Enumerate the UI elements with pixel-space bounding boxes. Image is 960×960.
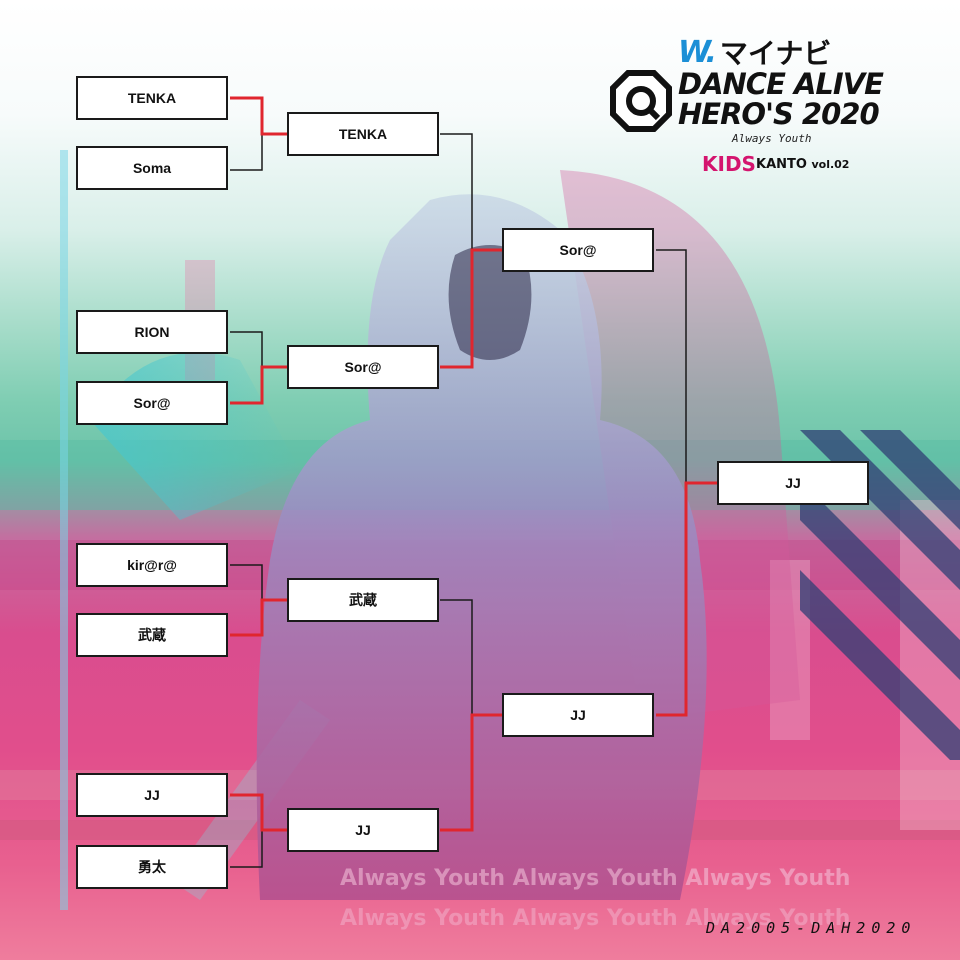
round1-slot-6: 武蔵	[76, 613, 228, 657]
sponsor-name: マイナビ	[719, 37, 832, 70]
round2-slot-3: 武蔵	[287, 578, 439, 622]
round2-slot-2: Sor@	[287, 345, 439, 389]
event-title-line2: HERO'S 2020	[678, 97, 880, 131]
winner-line-jj-r2	[440, 713, 502, 832]
player-name: Sor@	[559, 242, 597, 258]
player-name: JJ	[355, 822, 371, 838]
round1-slot-8: 勇太	[76, 845, 228, 889]
player-name: Sor@	[133, 395, 171, 411]
player-name: kir@r@	[127, 557, 177, 573]
connector-kirara	[230, 564, 263, 600]
connector-rion	[230, 331, 263, 367]
round2-slot-4: JJ	[287, 808, 439, 852]
event-region-label: KANTO vol.02	[756, 157, 849, 172]
round1-slot-1: TENKA	[76, 76, 228, 120]
connector-tenka-r2	[440, 133, 473, 250]
event-category: KIDS	[702, 152, 756, 176]
player-name: 武蔵	[138, 627, 166, 643]
event-title-line1: DANCE ALIVE	[678, 67, 884, 101]
round1-slot-4: Sor@	[76, 381, 228, 425]
player-name: RION	[134, 324, 170, 340]
winner-line-jj-sf	[656, 481, 717, 717]
player-name: TENKA	[338, 126, 388, 142]
player-name: JJ	[785, 475, 801, 491]
sponsor-mark: W.	[678, 34, 717, 70]
round1-slot-2: Soma	[76, 146, 228, 190]
watermark-text-reflection: Always Youth Always Youth Always Youth	[340, 906, 850, 931]
player-name: Sor@	[344, 359, 382, 375]
watermark-text: Always Youth Always Youth Always Youth	[340, 866, 850, 891]
connector-musashi-r2	[440, 599, 473, 715]
winner-line-tenka	[230, 96, 287, 136]
semifinal-slot-1: Sor@	[502, 228, 654, 272]
round1-slot-7: JJ	[76, 773, 228, 817]
player-name: 武蔵	[349, 592, 377, 608]
connector-soma	[230, 134, 263, 171]
round1-slot-5: kir@r@	[76, 543, 228, 587]
event-tagline: Always Youth	[732, 132, 812, 145]
player-name: JJ	[144, 787, 160, 803]
event-volume: vol.02	[811, 158, 850, 171]
round2-slot-1: TENKA	[287, 112, 439, 156]
winner-line-jj-r1	[230, 793, 287, 832]
player-name: 勇太	[138, 859, 166, 875]
connector-sora-sf	[656, 249, 687, 483]
semifinal-slot-2: JJ	[502, 693, 654, 737]
winner-line-sora	[230, 365, 287, 405]
event-code: DA2005-DAH2020	[706, 919, 917, 937]
player-name: JJ	[570, 707, 586, 723]
round1-slot-3: RION	[76, 310, 228, 354]
connector-yuta	[230, 830, 263, 868]
emblem-icon	[610, 70, 672, 132]
event-region: KANTO	[756, 157, 807, 172]
sponsor-logo: W. マイナビ	[678, 32, 831, 72]
event-logo: W. マイナビ DANCE ALIVE HERO'S 2020 Always Y…	[610, 30, 930, 180]
winner-line-sora-r2	[440, 248, 502, 369]
player-name: TENKA	[127, 90, 177, 106]
winner-line-musashi	[230, 598, 287, 637]
player-name: Soma	[132, 160, 172, 176]
champion-slot: JJ	[717, 461, 869, 505]
